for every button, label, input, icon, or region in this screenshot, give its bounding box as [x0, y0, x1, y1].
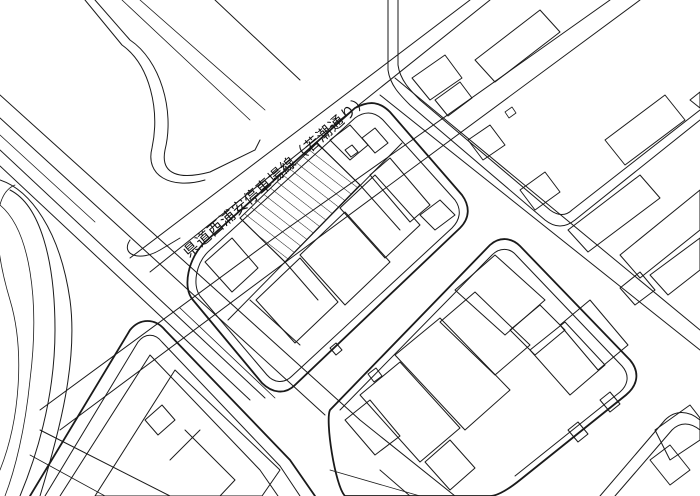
- upper-right-block: [387, 0, 700, 306]
- target-block: [186, 102, 469, 393]
- upper-left-block: [84, 0, 301, 257]
- lower-right-block: [327, 238, 638, 496]
- lower-left-block: [29, 320, 316, 496]
- bottom-right-block: [599, 404, 700, 496]
